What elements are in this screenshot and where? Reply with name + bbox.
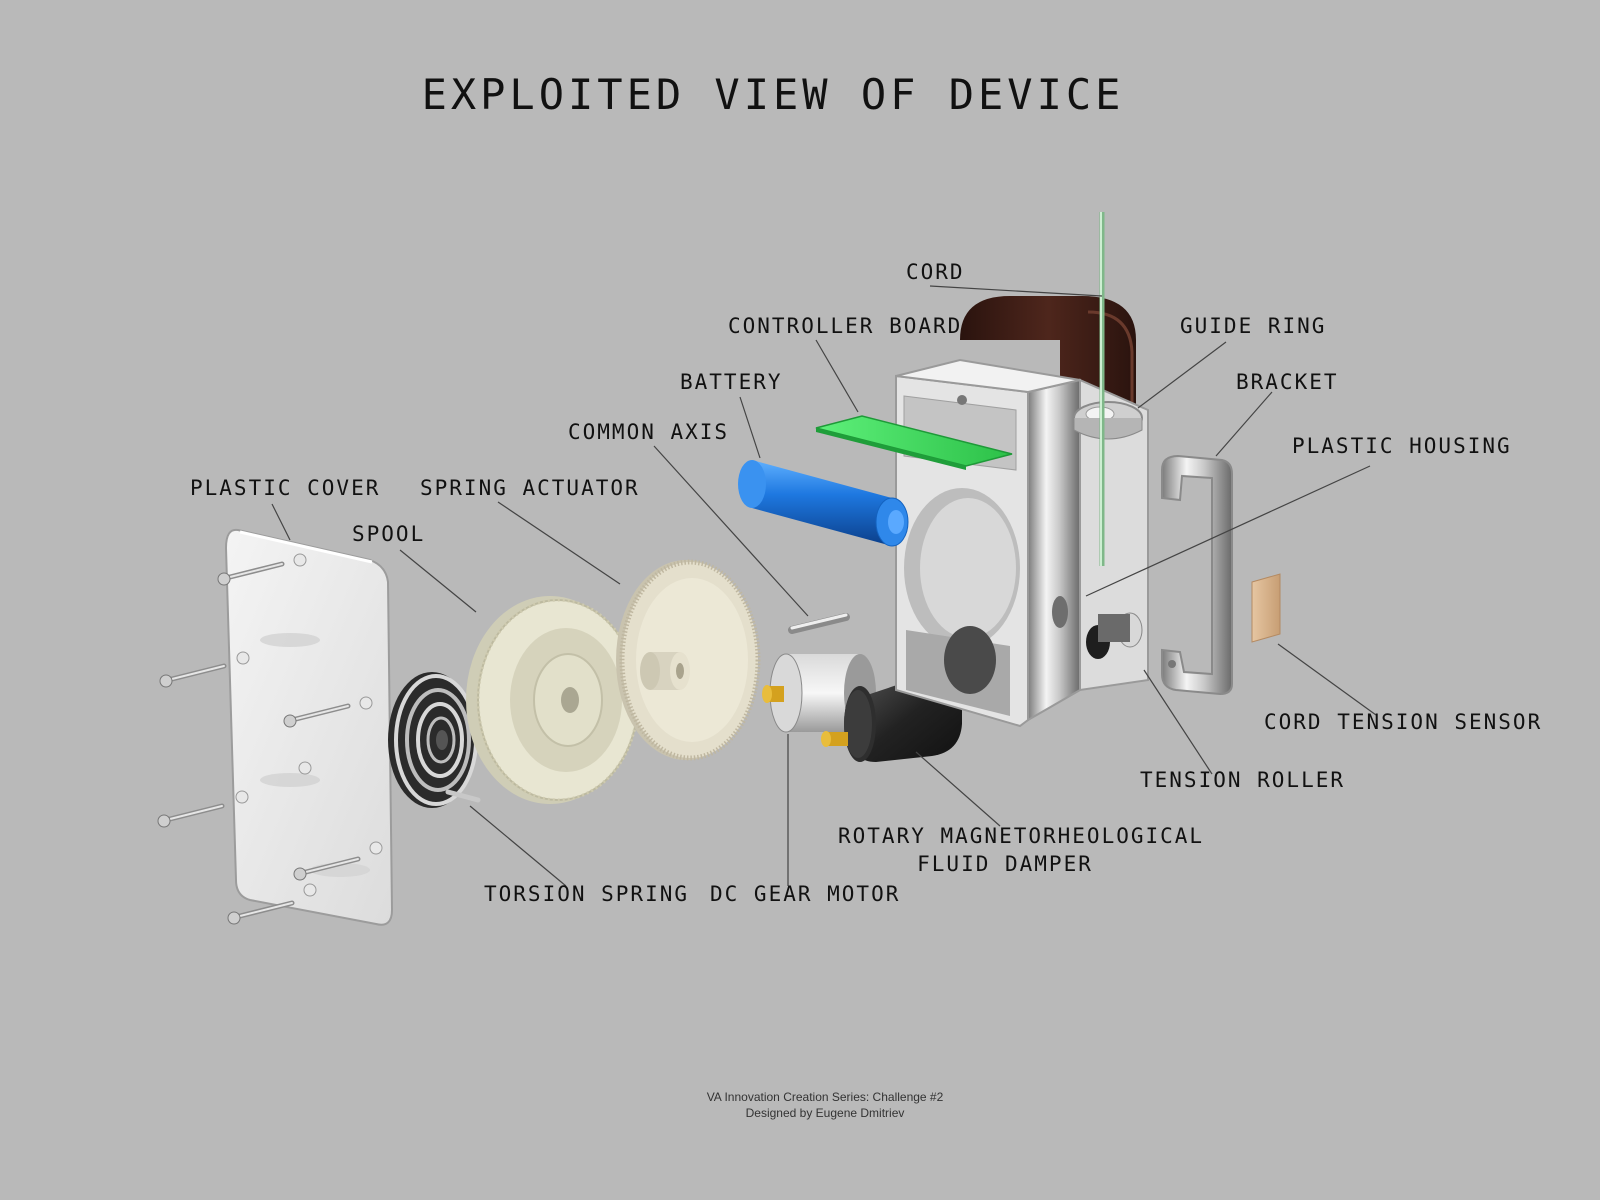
screw [159,663,227,688]
common-axis-part [788,613,850,634]
leader-spring-actuator [497,501,621,585]
guide-ring-part [1073,401,1143,440]
leader-plastic-housing [1085,465,1371,597]
label-cord-tension-sensor: CORD TENSION SENSOR [1264,710,1543,734]
screw [227,900,295,925]
label-spool: SPOOL [352,522,426,546]
plastic-housing-part [895,358,1149,728]
diagram-title: EXPLOITED VIEW OF DEVICE [421,70,1125,119]
leader-battery [739,396,761,459]
leader-common-axis [653,445,809,617]
label-common-axis: COMMON AXIS [568,420,730,444]
label-battery: BATTERY [680,370,783,394]
leader-lines [271,285,1377,887]
screw [293,856,361,881]
label-tension-roller: TENSION ROLLER [1140,768,1346,792]
tension-roller-part [1086,612,1143,659]
label-plastic-cover: PLASTIC COVER [190,476,381,500]
label-damper-line-1: ROTARY MAGNETORHEOLOGICAL [838,824,1205,848]
leader-bracket [1215,391,1273,457]
leader-spool [399,549,477,613]
label-spring-actuator: SPRING ACTUATOR [420,476,640,500]
label-controller-board: CONTROLLER BOARD [728,314,963,338]
label-plastic-housing: PLASTIC HOUSING [1292,434,1512,458]
leader-torsion-spring [469,805,567,887]
controller-board-part [815,415,1013,470]
bracket-part [1161,454,1233,696]
cover-screws [157,561,361,925]
cord-part [1099,212,1105,566]
cord-tension-sensor-part [1251,573,1281,643]
leader-cord-tension-sensor [1277,643,1377,716]
leader-tension-roller [1143,669,1213,775]
torsion-spring-part [388,672,481,808]
screw [217,561,285,586]
leader-controller-board [815,339,859,413]
leader-guide-ring [1137,341,1227,409]
screw [157,803,225,828]
credits: VA Innovation Creation Series: Challenge… [0,1089,1600,1121]
plastic-cover-part [224,528,394,926]
label-cord: CORD [906,260,965,284]
label-damper-line-2: FLUID DAMPER [917,852,1093,876]
credits-series: VA Innovation Creation Series: Challenge… [706,1090,944,1104]
label-dc-gear-motor: DC GEAR MOTOR [710,882,901,906]
screw [283,703,351,728]
leader-cord [929,285,1103,297]
leader-damper [915,751,1001,827]
credits-designer: Designed by Eugene Dmitriev [745,1106,905,1120]
leader-plastic-cover [271,503,291,541]
label-guide-ring: GUIDE RING [1180,314,1327,338]
label-bracket: BRACKET [1236,370,1339,394]
spool-part [466,596,640,804]
label-torsion-spring: TORSION SPRING [484,882,690,906]
spring-actuator-part [616,559,761,761]
battery-part [738,460,909,547]
label-damper: ROTARY MAGNETORHEOLOGICAL FLUID DAMPER [838,822,1205,878]
